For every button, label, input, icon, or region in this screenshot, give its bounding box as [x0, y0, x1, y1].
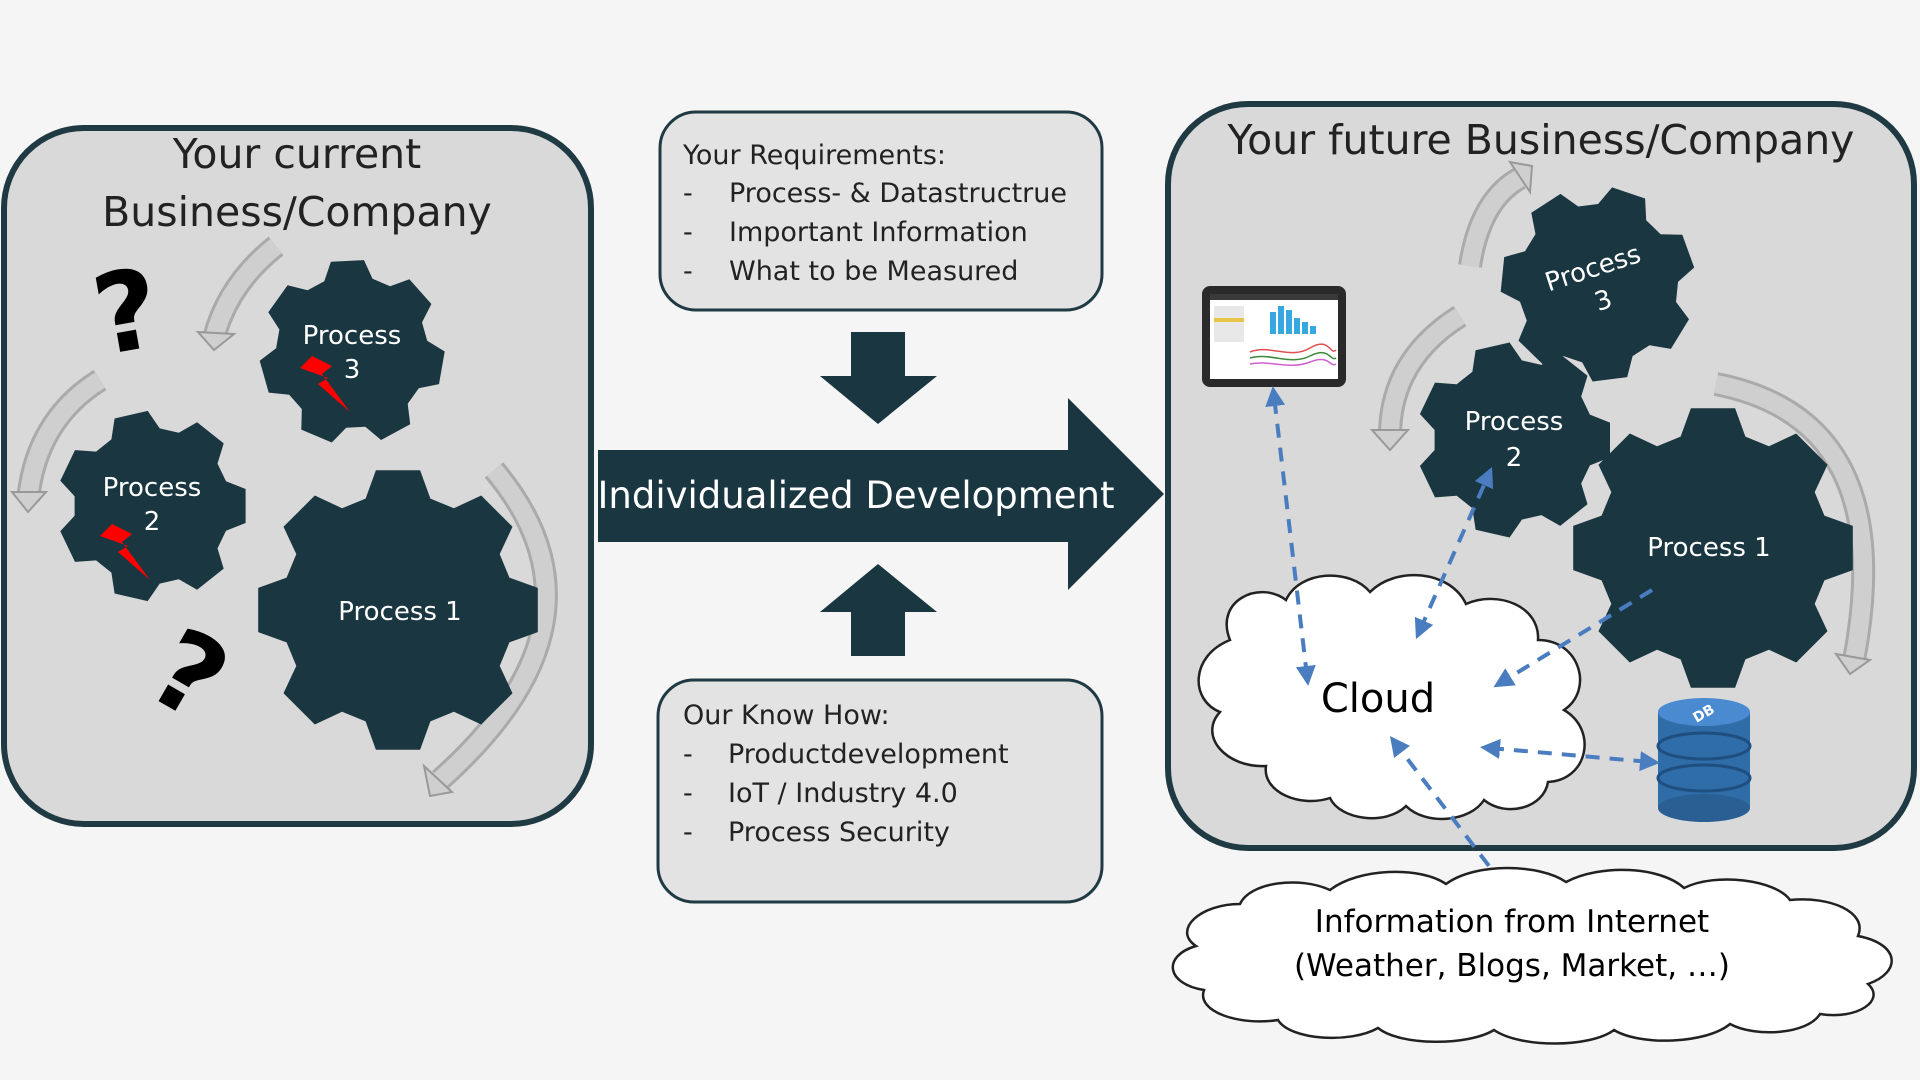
- knowhow-item: IoT / Industry 4.0: [728, 778, 958, 809]
- gear-process-3-left: [259, 260, 445, 443]
- main-arrow: Individualized Development: [598, 398, 1164, 590]
- gear-process-1-right-label: Process 1: [1647, 533, 1770, 563]
- knowhow-heading: Our Know How:: [683, 700, 890, 731]
- gear-process-1-left: [258, 470, 538, 750]
- db-top: [1658, 698, 1750, 726]
- database-icon: DB: [1656, 698, 1752, 822]
- db-bottom: [1658, 794, 1750, 822]
- requirements-bullet-3: -: [683, 256, 693, 287]
- tablet-screen-line-red: [1249, 343, 1337, 354]
- tablet-screen-line-green: [1249, 351, 1337, 361]
- requirements-bullet-1: -: [683, 178, 693, 209]
- knowhow-bullet-3: -: [683, 817, 693, 848]
- internet-cloud-line-1: Information from Internet: [1315, 904, 1709, 940]
- knowhow-item: Productdevelopment: [728, 739, 1009, 770]
- future-business-title: Your future Business/Company: [1227, 116, 1855, 164]
- current-business-panel: Your current Business/Company Process 1 …: [1, 125, 594, 827]
- cycle-arrow-right-head: [422, 763, 455, 798]
- internet-cloud-shape: [1171, 866, 1893, 1045]
- arrow-down-icon: [820, 332, 937, 424]
- lightning-icon-process-2: [100, 524, 150, 580]
- cycle-arrow-r-left-head: [1369, 429, 1411, 452]
- knowhow-bullet-1: -: [683, 739, 693, 770]
- knowhow-box: Our Know How: - Productdevelopment - IoT…: [656, 678, 1104, 904]
- tablet-screen-bar: [1286, 310, 1292, 334]
- gear-body: [259, 260, 445, 443]
- requirements-item: Important Information: [729, 217, 1028, 248]
- main-arrow-shape: [598, 398, 1164, 590]
- tablet-screen-table: [1214, 306, 1244, 342]
- future-business-panel: Your future Business/Company Process 1 P…: [1165, 101, 1917, 906]
- tablet-screen-bar: [1278, 306, 1284, 334]
- link-process-1-cloud: [1493, 588, 1654, 688]
- cycle-arrow-r-top-head: [1507, 160, 1534, 195]
- knowhow-frame: [656, 678, 1104, 904]
- db-ring: [1656, 763, 1752, 793]
- internet-cloud: Information from Internet (Weather, Blog…: [1171, 866, 1893, 1045]
- main-arrow-label: Individualized Development: [598, 474, 1115, 517]
- cycle-arrow-r-left-fill: [1381, 308, 1465, 437]
- requirements-item: What to be Measured: [729, 256, 1018, 287]
- lightning-icon-process-3: [300, 356, 350, 412]
- tablet-screen-bar: [1294, 318, 1300, 334]
- cycle-arrow-r-top-fill: [1461, 170, 1525, 268]
- tablet-screen-toolbar: [1210, 294, 1338, 300]
- knowhow-bullet-2: -: [683, 778, 693, 809]
- cycle-arrow-top-fill: [205, 238, 282, 341]
- gear-process-2-left-label-1: Process: [103, 473, 202, 503]
- gear-body: [1500, 187, 1695, 382]
- tablet-screen-bar: [1302, 322, 1308, 334]
- gear-process-2-left: [60, 410, 246, 602]
- tablet-screen-table-highlight: [1214, 318, 1244, 322]
- requirements-heading: Your Requirements:: [682, 140, 946, 171]
- gear-process-1-left-label: Process 1: [338, 597, 461, 627]
- tablet-screen-line-magenta: [1249, 358, 1337, 366]
- gear-process-3-right: [1500, 187, 1695, 382]
- cycle-arrow-right-fill: [434, 464, 555, 787]
- requirements-box: Your Requirements: - Process- & Datastru…: [658, 110, 1104, 312]
- current-business-title-2: Business/Company: [102, 188, 492, 236]
- gear-process-2-right-label-1: Process: [1465, 407, 1564, 437]
- arrow-up-icon: [820, 564, 937, 656]
- gear-process-2-right-label-2: 2: [1506, 443, 1523, 473]
- cycle-arrow-left-head: [9, 491, 49, 514]
- gear-process-2-left-label-2: 2: [144, 507, 161, 537]
- gear-body: [258, 470, 538, 750]
- cycle-arrow-r-right-fill: [1714, 375, 1873, 662]
- cycle-arrow-top-head: [195, 330, 237, 352]
- tablet-screen-bar: [1270, 312, 1276, 334]
- gear-body: [1573, 408, 1853, 688]
- link-cloud-process-2: [1414, 466, 1494, 640]
- knowhow-item: Process Security: [728, 817, 950, 848]
- gear-process-1-right: [1573, 408, 1853, 688]
- current-business-title-1: Your current: [172, 130, 421, 178]
- cycle-arrow-left-fill: [19, 372, 105, 501]
- requirements-item: Process- & Datastructrue: [729, 178, 1067, 209]
- gear-body: [60, 410, 246, 602]
- cloud-label: Cloud: [1321, 676, 1435, 722]
- gear-process-3-left-label-2: 3: [344, 355, 361, 385]
- link-cloud-database: [1480, 738, 1660, 772]
- requirements-frame: [658, 110, 1104, 312]
- requirements-bullet-2: -: [683, 217, 693, 248]
- gear-process-3-left-label-1: Process: [303, 321, 402, 351]
- internet-cloud-line-2: (Weather, Blogs, Market, …): [1294, 948, 1730, 984]
- cycle-arrow-r-right-head: [1833, 652, 1873, 676]
- tablet-dashboard-icon: [1202, 286, 1346, 387]
- tablet-screen-bar: [1310, 326, 1316, 334]
